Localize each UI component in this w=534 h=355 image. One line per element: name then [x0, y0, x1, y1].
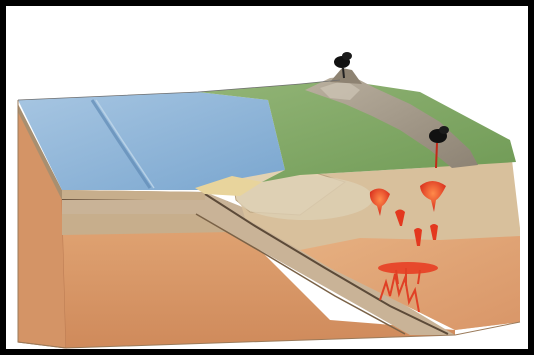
ocean-surface [18, 92, 285, 190]
volcano-summit [330, 68, 362, 84]
